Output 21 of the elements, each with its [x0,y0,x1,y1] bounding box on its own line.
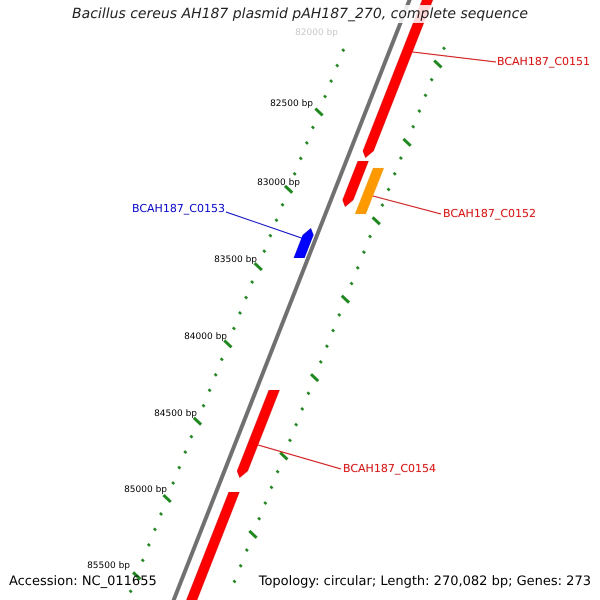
info-text: Topology: circular; Length: 270,082 bp; Genes: 273 [258,574,591,589]
tick-label: 84000 bp [184,332,227,342]
gene-label: BCAH187_C0154 [343,462,436,475]
gene-bar [294,228,314,258]
gene-bar [236,390,280,478]
leader-line [226,212,302,238]
tick-label: 84500 bp [154,409,197,419]
tick-label: 83000 bp [257,178,300,188]
tick-label: 85500 bp [87,561,130,571]
leader-line [412,52,496,62]
tick-label: 85000 bp [124,485,167,495]
tick-label: 83500 bp [214,255,257,265]
tick-label: 82500 bp [270,99,313,109]
gene-bar [354,168,384,214]
gene-label: BCAH187_C0151 [497,55,590,68]
leader-line [258,444,342,470]
info-text: Accession: NC_011655 [9,574,157,589]
gene-label: BCAH187_C0152 [443,207,536,220]
gene-label: BCAH187_C0153 [132,202,225,215]
gene-bar [342,161,369,207]
leader-line [372,196,442,214]
